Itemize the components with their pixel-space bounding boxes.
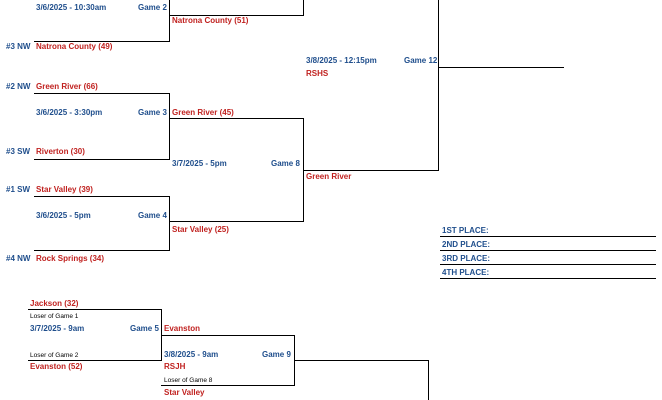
bracket-line [34, 93, 170, 94]
game5-label: Game 5 [130, 324, 159, 333]
bracket-line [169, 118, 304, 119]
place-3rd: 3RD PLACE: [442, 254, 491, 263]
place-line [440, 278, 656, 279]
bracket-line [303, 0, 304, 16]
loser-game1-label: Loser of Game 1 [30, 313, 79, 320]
bracket-line [161, 335, 295, 336]
team-star-valley-consolation: Star Valley [164, 388, 205, 397]
game9-date: 3/8/2025 - 9am [164, 350, 219, 359]
bracket-line [438, 67, 564, 68]
place-4th: 4TH PLACE: [442, 268, 490, 277]
bracket-line [303, 118, 304, 222]
game9-label: Game 9 [262, 350, 291, 359]
seed-3nw: #3 NW [6, 42, 31, 51]
team-riverton: Riverton (30) [36, 147, 85, 156]
game3-winner: Green River (45) [172, 108, 234, 117]
game4-winner: Star Valley (25) [172, 225, 229, 234]
bracket-line [294, 360, 429, 361]
bracket-line [169, 196, 170, 251]
game12-team: RSHS [306, 69, 329, 78]
game2-winner: Natrona County (51) [172, 16, 249, 25]
game5-date: 3/7/2025 - 9am [30, 324, 85, 333]
bracket-line [169, 0, 170, 41]
seed-2nw: #2 NW [6, 82, 31, 91]
bracket-line [28, 309, 162, 310]
game5-winner: Evanston [164, 324, 201, 333]
place-line [440, 250, 656, 251]
seed-3sw: #3 SW [6, 147, 31, 156]
team-rock-springs: Rock Springs (34) [36, 254, 105, 263]
bracket-line [28, 360, 162, 361]
team-evanston: Evanston (52) [30, 362, 83, 371]
seed-1sw: #1 SW [6, 185, 31, 194]
bracket-line [161, 385, 295, 386]
game4-date: 3/6/2025 - 5pm [36, 211, 91, 220]
place-line [440, 236, 656, 237]
place-2nd: 2ND PLACE: [442, 240, 491, 249]
game8-label: Game 8 [271, 159, 300, 168]
bracket-line [428, 360, 429, 400]
game8-winner: Green River [306, 172, 352, 181]
loser-game8-label: Loser of Game 8 [164, 377, 213, 384]
game8-date: 3/7/2025 - 5pm [172, 159, 227, 168]
bracket-line [34, 196, 170, 197]
bracket-line [34, 41, 170, 42]
bracket-line [438, 0, 439, 170]
game3-date: 3/6/2025 - 3:30pm [36, 108, 103, 117]
place-1st: 1ST PLACE: [442, 226, 489, 235]
bracket-line [169, 93, 170, 160]
bracket-line [34, 250, 170, 251]
game3-label: Game 3 [138, 108, 167, 117]
bracket-line [34, 159, 170, 160]
game4-label: Game 4 [138, 211, 167, 220]
place-line [440, 264, 656, 265]
game9-team: RSJH [164, 362, 186, 371]
game12-date: 3/8/2025 - 12:15pm [306, 56, 377, 65]
team-star-valley: Star Valley (39) [36, 185, 93, 194]
game12-label: Game 12 [404, 56, 438, 65]
seed-4nw: #4 NW [6, 254, 31, 263]
bracket-line [169, 221, 304, 222]
team-natrona-county: Natrona County (49) [36, 42, 113, 51]
game2-date: 3/6/2025 - 10:30am [36, 3, 107, 12]
bracket-line [169, 15, 304, 16]
team-green-river: Green River (66) [36, 82, 98, 91]
loser-game2-label: Loser of Game 2 [30, 352, 79, 359]
bracket-line [303, 170, 439, 171]
team-jackson: Jackson (32) [30, 299, 79, 308]
game2-label: Game 2 [138, 3, 167, 12]
